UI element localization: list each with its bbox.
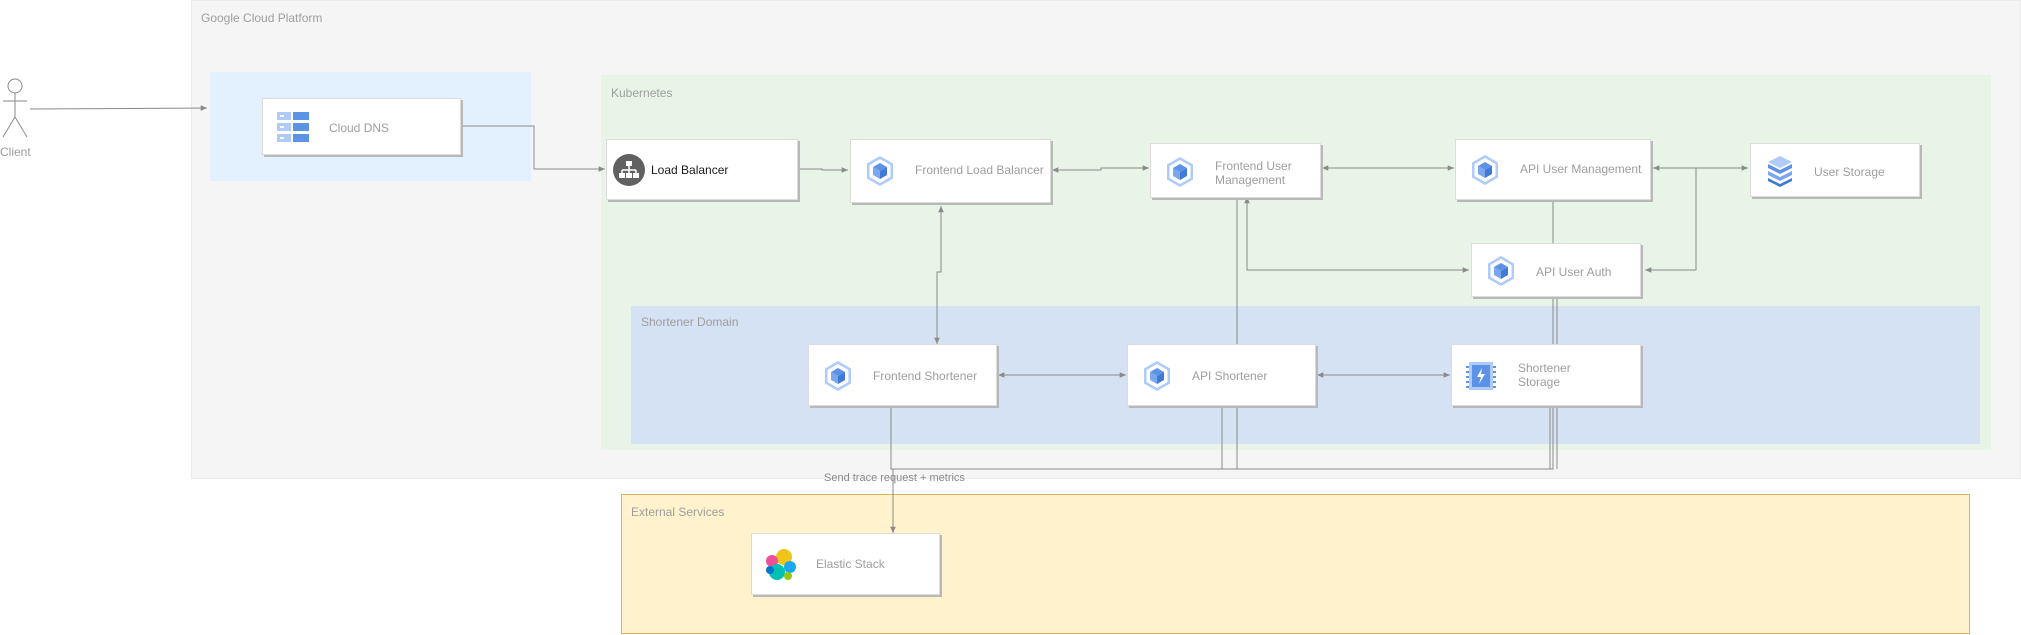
api-user-auth-node[interactable]: API User Auth xyxy=(1471,243,1641,297)
edge-dns-lb xyxy=(461,125,605,172)
frontend-load-balancer-label: Frontend Load Balancer xyxy=(915,163,1044,177)
external-services-label: External Services xyxy=(631,505,725,519)
frontend-user-management-label-1: Frontend User xyxy=(1215,159,1292,173)
client-actor-icon xyxy=(2,78,28,138)
edge-client-dns xyxy=(29,105,208,111)
load-balancer-node[interactable]: Load Balancer xyxy=(606,139,798,200)
load-balancer-label: Load Balancer xyxy=(651,163,729,177)
api-user-management-label: API User Management xyxy=(1520,162,1642,176)
trace-edge-label: Send trace request + metrics xyxy=(824,472,965,484)
elastic-stack-icon xyxy=(766,549,796,580)
frontend-shortener-label: Frontend Shortener xyxy=(873,369,978,383)
elastic-stack-node[interactable]: Elastic Stack xyxy=(751,533,940,595)
api-shortener-label: API Shortener xyxy=(1192,369,1268,383)
api-shortener-node[interactable]: API Shortener xyxy=(1127,344,1316,406)
shortener-domain-label: Shortener Domain xyxy=(641,315,739,329)
kubernetes-engine-icon xyxy=(1472,155,1498,185)
edge-frontend-shortener-elastic xyxy=(890,407,896,533)
user-storage-label: User Storage xyxy=(1814,165,1885,179)
kubernetes-engine-icon xyxy=(825,361,851,391)
load-balancer-icon xyxy=(613,154,645,186)
elastic-stack-label: Elastic Stack xyxy=(816,557,885,571)
edge-api-user-mgmt-api-auth xyxy=(1645,167,1697,273)
shortener-storage-node[interactable]: Shortener Storage xyxy=(1451,344,1641,406)
api-user-management-node[interactable]: API User Management xyxy=(1455,139,1651,200)
frontend-user-management-label-2: Management xyxy=(1215,173,1286,187)
cloud-storage-icon xyxy=(1768,156,1792,187)
cloud-dns-icon xyxy=(277,112,309,142)
edge-frontend-user-api-auth xyxy=(1244,197,1469,273)
gcp-zone-label: Google Cloud Platform xyxy=(201,11,323,25)
kubernetes-engine-icon xyxy=(1167,157,1193,187)
kubernetes-engine-icon xyxy=(1144,361,1170,391)
kubernetes-engine-icon xyxy=(1488,256,1514,286)
user-storage-node[interactable]: User Storage xyxy=(1750,143,1920,197)
frontend-load-balancer-node[interactable]: Frontend Load Balancer xyxy=(850,139,1051,203)
frontend-shortener-node[interactable]: Frontend Shortener xyxy=(808,344,997,406)
edge-lb-frontend-lb xyxy=(798,167,848,173)
cloud-dns-label: Cloud DNS xyxy=(329,121,390,135)
api-user-auth-label: API User Auth xyxy=(1536,265,1612,279)
kubernetes-zone-label: Kubernetes xyxy=(611,86,673,100)
cloud-dns-node[interactable]: Cloud DNS xyxy=(262,98,461,155)
client-label: Client xyxy=(0,145,31,159)
edge-frontend-lb-frontend-shortener xyxy=(934,206,944,344)
kubernetes-engine-icon xyxy=(867,156,893,186)
memorystore-icon xyxy=(1466,362,1496,390)
shortener-storage-label-1: Shortener xyxy=(1518,361,1571,375)
edge-frontend-lb-frontend-user xyxy=(1052,165,1149,173)
frontend-user-management-node[interactable]: Frontend User Management xyxy=(1150,143,1321,198)
shortener-storage-label-2: Storage xyxy=(1518,375,1561,389)
